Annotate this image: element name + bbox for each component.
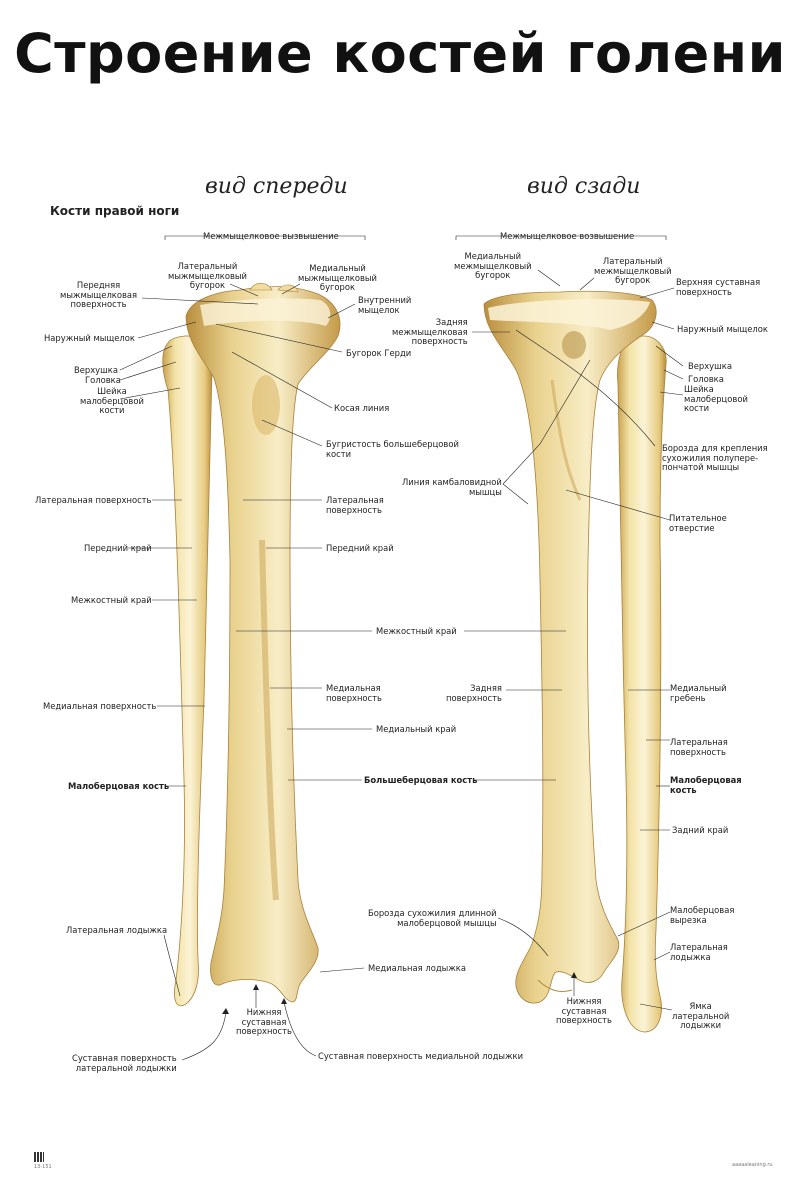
label-back-malleolar-fossa: Ямка латеральной лодыжки bbox=[672, 1001, 730, 1030]
label-front-inner-condyle: Внутренний мыщелок bbox=[358, 295, 412, 315]
back-tibia-shape bbox=[483, 290, 657, 1004]
label-back-nutrient-foramen: Питательное отверстие bbox=[669, 513, 727, 533]
label-medial-border: Медиальный край bbox=[376, 724, 457, 734]
label-back-inferior-articular: Нижняя суставная поверхность bbox=[556, 996, 612, 1025]
label-front-anterior-area: Передняя мыжмыщелковая поверхность bbox=[60, 280, 138, 309]
label-front-intercondylar: Межмыщелковое вызвышение bbox=[203, 231, 339, 241]
label-tibia: Большеберцовая кость bbox=[364, 775, 478, 785]
label-interosseous-border: Межкостный край bbox=[376, 626, 457, 636]
label-back-semimembranosus-groove: Борозда для крепления сухожилия полупере… bbox=[662, 443, 768, 472]
back-fibula-shape bbox=[617, 335, 667, 1033]
label-front-oblique: Косая линия bbox=[334, 403, 390, 413]
label-front-lateral-malleolus-articular: Суставная поверхность латеральной лодыжк… bbox=[72, 1053, 177, 1073]
label-front-inferior-articular: Нижняя суставная поверхность bbox=[236, 1007, 292, 1036]
label-back-lateral-surface: Латеральная поверхность bbox=[670, 737, 728, 757]
label-back-posterior-area: Задняя межмыщелковая поверхность bbox=[392, 317, 468, 346]
label-front-tibia-medial-surface: Медиальная поверхность bbox=[326, 683, 382, 703]
label-front-lateral-tubercle: Латеральный мыжмыщелковый бугорок bbox=[168, 261, 247, 290]
label-back-peroneal-groove: Борозда сухожилия длинной малоберцовой м… bbox=[368, 908, 497, 928]
label-back-medial-crest: Медиальный гребень bbox=[670, 683, 727, 703]
label-front-tibia-lateral-surface: Латеральная поверхность bbox=[326, 495, 384, 515]
label-back-neck: Шейка малоберцовой кости bbox=[684, 384, 748, 413]
footer-site: aaaaaleaning.ru bbox=[732, 1162, 773, 1168]
qr-code-icon bbox=[34, 1152, 44, 1162]
label-back-posterior-surface: Задняя поверхность bbox=[446, 683, 502, 703]
label-back-fibular-notch: Малоберцовая вырезка bbox=[670, 905, 735, 925]
label-front-medial-malleolus: Медиальная лодыжка bbox=[368, 963, 466, 973]
label-front-fibula-interosseous: Межкостный край bbox=[71, 595, 152, 605]
label-front-lateral-malleolus: Латеральная лодыжка bbox=[66, 925, 168, 935]
label-front-fibula-lateral-surface: Латеральная поверхность bbox=[35, 495, 152, 505]
label-back-fibula: Малоберцовая кость bbox=[670, 775, 742, 795]
label-front-medial-malleolus-articular: Суставная поверхность медиальной лодыжки bbox=[318, 1051, 524, 1061]
label-back-posterior-border: Задний край bbox=[672, 825, 729, 835]
label-front-apex: Верхушка bbox=[74, 365, 118, 375]
front-fibula-shape bbox=[162, 335, 213, 1006]
label-front-neck: Шейка малоберцовой кости bbox=[80, 386, 144, 415]
label-back-outer-condyle: Наружный мыщелок bbox=[677, 324, 768, 334]
label-front-tibia-anterior-border: Передний край bbox=[326, 543, 394, 553]
label-back-apex: Верхушка bbox=[688, 361, 732, 371]
footer-code: 13-151 bbox=[34, 1164, 52, 1170]
label-back-soleal-line: Линия камбаловидной мышцы bbox=[402, 477, 502, 497]
label-back-intercondylar: Межмыщелковое возвышение bbox=[500, 231, 635, 241]
label-front-tuberosity: Бугристость большеберцовой кости bbox=[326, 439, 459, 459]
label-front-gerdi: Бугорок Герди bbox=[346, 348, 412, 358]
label-front-fibula: Малоберцовая кость bbox=[68, 781, 170, 791]
front-view-heading: вид спереди bbox=[205, 174, 348, 199]
label-back-lateral-tubercle: Латеральный межмыщелковый бугорок bbox=[594, 256, 672, 285]
label-back-head: Головка bbox=[688, 374, 724, 384]
poster-title: Строение костей голени bbox=[14, 22, 786, 85]
label-back-lateral-malleolus: Латеральная лодыжка bbox=[670, 942, 728, 962]
back-view-heading: вид сзади bbox=[527, 174, 641, 199]
label-front-outer-condyle: Наружный мыщелок bbox=[44, 333, 135, 343]
label-back-medial-tubercle: Медиальный межмыщелковый бугорок bbox=[454, 251, 532, 280]
label-front-fibula-medial-surface: Медиальная поверхность bbox=[43, 701, 157, 711]
subtitle: Кости правой ноги bbox=[50, 204, 180, 218]
label-front-head: Головка bbox=[85, 375, 121, 385]
label-front-fibula-anterior-border: Передний край bbox=[84, 543, 152, 553]
label-back-superior-articular: Верхняя суставная поверхность bbox=[676, 277, 761, 297]
label-front-medial-tubercle: Медиальный мыжмыщелковый бугорок bbox=[298, 263, 377, 292]
